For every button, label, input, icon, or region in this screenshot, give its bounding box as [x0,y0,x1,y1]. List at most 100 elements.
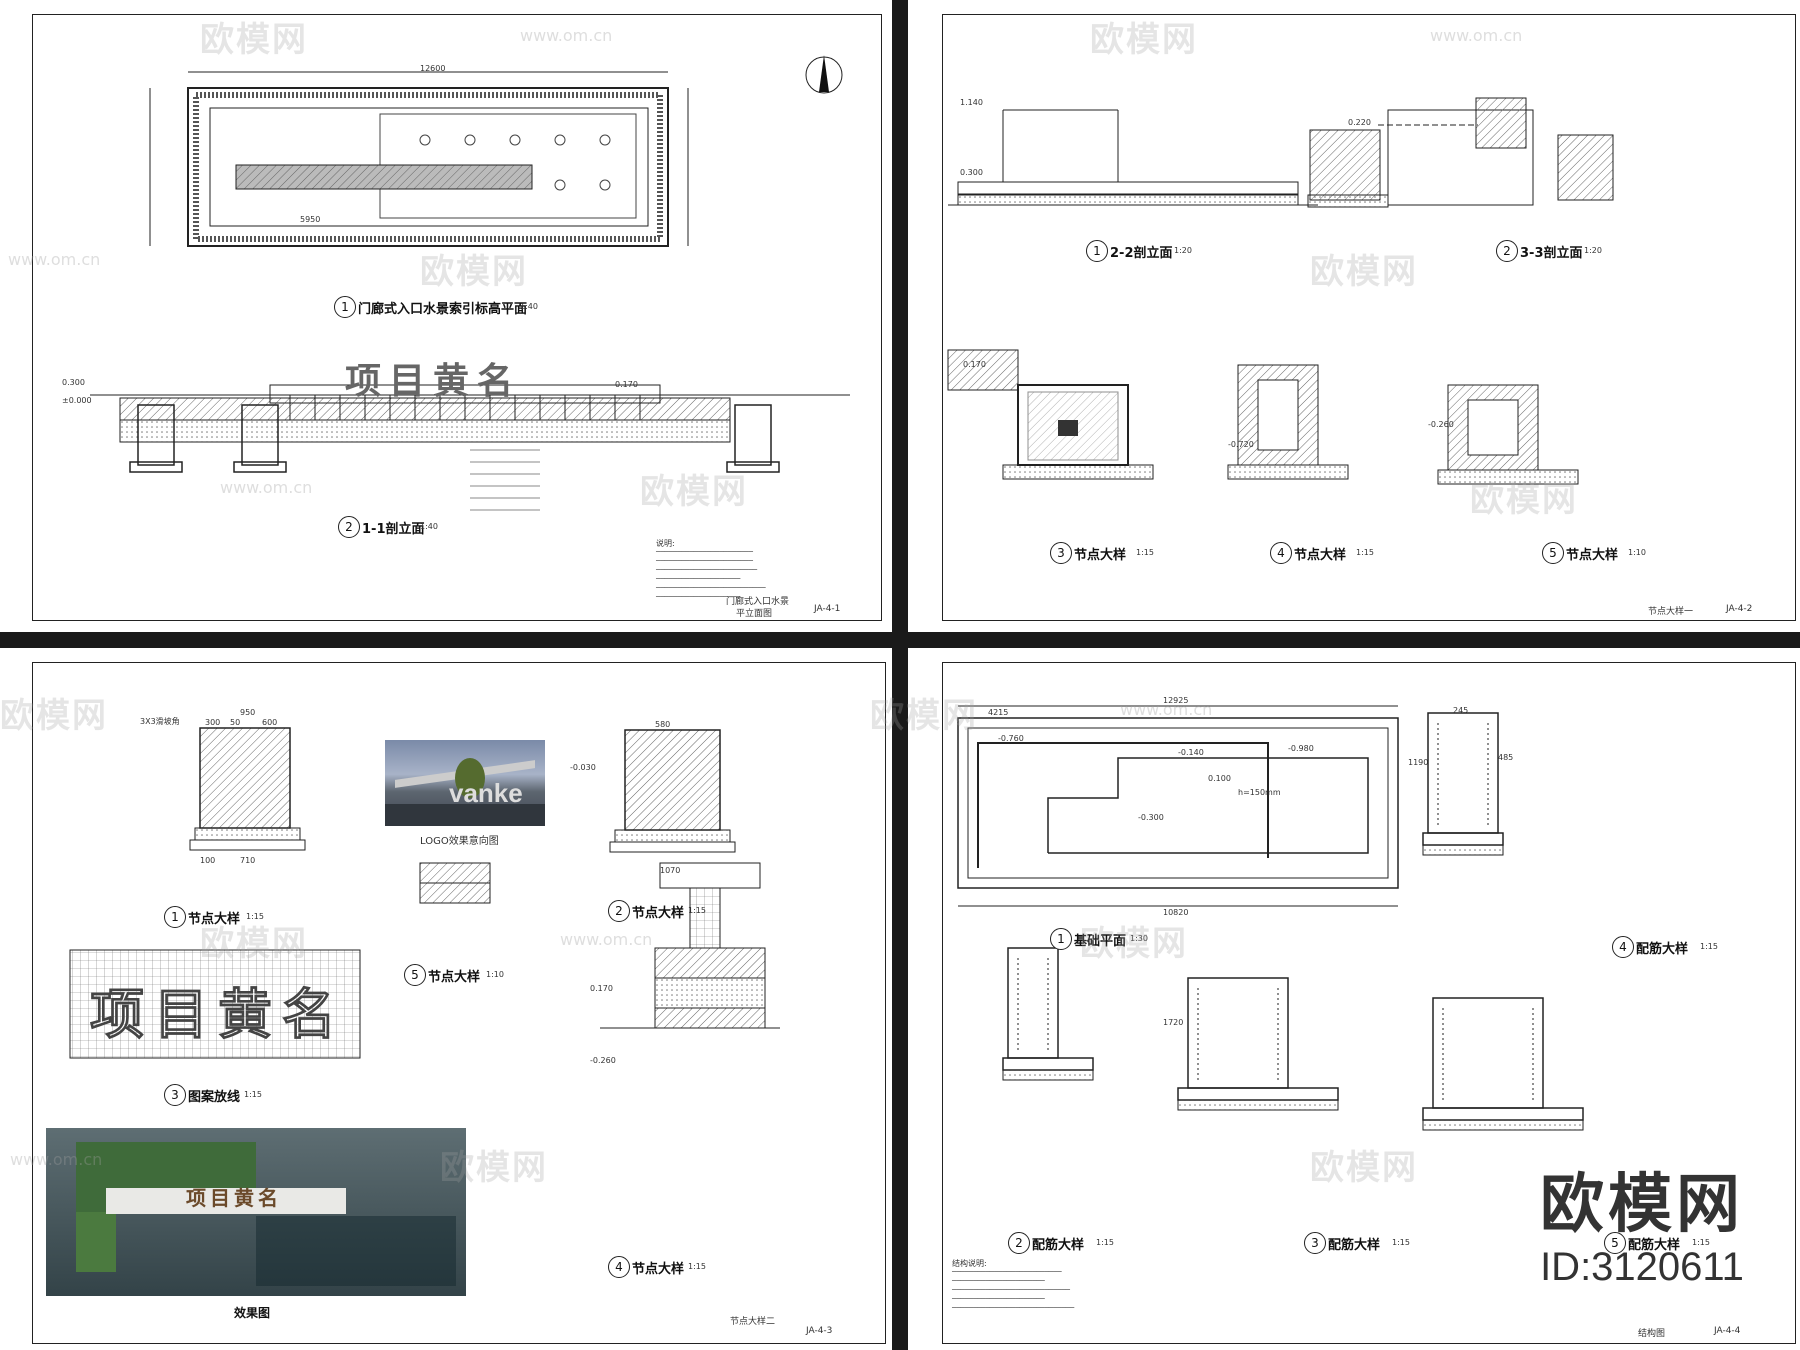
dim-label: 710 [240,856,256,865]
elevation-label: -0.140 [1178,748,1204,757]
brand-watermark-large: 欧模网 [1540,1168,1744,1242]
view-scale: 1:15 [1356,548,1374,557]
view-title: 配筋大样 [1628,1238,1681,1253]
structure-drawings [957,705,1584,1131]
view-title: 节点大样 [1294,548,1347,563]
view-scale: 1:10 [486,970,504,979]
notes-heading: 结构说明: [952,1259,987,1268]
url-watermark: www.om.cn [520,26,613,45]
view-number: 1 [334,296,356,318]
effect-caption: 效果图 [234,1306,271,1320]
view-number: 1 [164,906,186,928]
elevation-label: -0.260 [590,1056,616,1065]
view-title: 基础平面 [1074,934,1127,949]
brand-watermark: 欧模网 [870,696,978,736]
sheet-code: JA-4-4 [1714,1326,1741,1336]
logo-caption: LOGO效果意向图 [420,836,499,847]
view-scale: 1:15 [688,906,706,915]
view-number: 3 [1050,542,1072,564]
dim-label: 1070 [660,866,681,875]
view-scale: 1:40 [520,302,538,311]
dim-label: 10820 [1163,908,1189,917]
view-scale: 1:10 [1628,548,1646,557]
view-title: 节点大样 [632,906,685,921]
elevation-label: -0.760 [998,734,1024,743]
sheet-title: 门廊式入口水景 [726,597,790,607]
view-scale: 1:15 [1136,548,1154,557]
sheet-subtitle: 平立面图 [736,609,773,619]
brand-watermark: 欧模网 [200,924,308,964]
url-watermark: www.om.cn [10,1150,103,1169]
section-drawings [947,97,1614,485]
dim-label: 950 [240,708,256,717]
elevation-label: -0.030 [570,763,596,772]
view-scale: 1:20 [1174,246,1192,255]
view-number: 3 [1304,1232,1326,1254]
view-number: 5 [404,964,426,986]
view-title: 图案放线 [188,1090,241,1105]
view-title: 2-2剖立面 [1110,246,1173,261]
elevation-label: 1.140 [960,98,983,107]
brand-watermark: 欧模网 [0,696,108,736]
elevation-label: 0.220 [1348,118,1371,127]
brand-watermark: 欧模网 [1310,252,1418,292]
view-title: 门廊式入口水景索引标高平面 [358,302,528,317]
brand-watermark: 欧模网 [440,1148,548,1188]
drawing-sheet-2: 1.140 0.300 0.220 0.170 -0.260 -0.720 1 … [908,0,1800,632]
sheet-frame [942,14,1796,621]
dim-label: 100 [200,856,216,865]
view-title: 配筋大样 [1636,942,1689,957]
view-scale: 1:15 [1392,1238,1410,1247]
drawing-sheet-4: 12925 10820 4215 -0.760 -0.140 -0.300 -0… [908,648,1800,1350]
view-title: 节点大样 [1074,548,1127,563]
photo-logo-text: vanke [449,778,523,808]
elevation-label: 0.300 [62,378,85,387]
notes-lines: ────────────────────────── ─────────────… [952,1268,1075,1312]
dim-label: 50 [230,718,241,727]
note-label: h=150mm [1238,788,1281,797]
detail-drawings [69,727,780,1059]
elevation-label: 0.170 [615,380,638,389]
brand-watermark: 欧模网 [200,20,308,60]
id-label: ID:3120611 [1540,1245,1744,1289]
elevation-label: -0.720 [1228,440,1254,449]
dim-label: 5950 [300,215,321,224]
view-scale: 1:15 [688,1262,706,1271]
sheet-code: JA-4-1 [814,604,841,614]
view-title: 3-3剖立面 [1520,246,1583,261]
view-scale: 1:15 [1096,1238,1114,1247]
notes-lines: ─────────────────────── ────────────────… [656,548,766,601]
view-number: 4 [1270,542,1292,564]
sheet-frame [942,662,1796,1344]
url-watermark: www.om.cn [560,930,653,949]
view-number: 5 [1542,542,1564,564]
drawing-sheet-3: vanke LOGO效果意向图 项目黄名 效果图 项目黄名 950 300 50… [0,648,892,1350]
view-title: 配筋大样 [1328,1238,1381,1253]
view-scale: 1:15 [246,912,264,921]
sheet-frame [32,662,886,1344]
view-number: 5 [1604,1232,1626,1254]
sheet-code: JA-4-2 [1726,604,1753,614]
dim-label: 4215 [988,708,1009,717]
dim-label: 485 [1498,753,1514,762]
logo-sign-text: 项目黄名 [345,360,522,402]
sheet-title: 节点大样一 [1648,607,1694,617]
drawing-sheet-1: 项目黄名 12600 5950 ±0.000 0.300 0.170 1 门廊式… [0,0,892,632]
view-number: 3 [164,1084,186,1106]
view-title: 配筋大样 [1032,1238,1085,1253]
view-number: 2 [608,900,630,922]
dim-label: 12600 [420,64,446,73]
sheet-title: 结构图 [1638,1329,1666,1339]
dim-label: 12925 [1163,696,1189,705]
logo-effect-photo: vanke [385,740,545,826]
view-number: 2 [1008,1232,1030,1254]
elevation-label: 0.100 [1208,774,1231,783]
url-watermark: www.om.cn [220,478,313,497]
view-number: 4 [608,1256,630,1278]
dim-label: 1720 [1163,1018,1184,1027]
sheet-frame [32,14,882,621]
dim-label: 1190 [1408,758,1429,767]
dim-label: 300 [205,718,221,727]
brand-watermark: 欧模网 [1090,20,1198,60]
notes-heading: 说明: [656,539,675,548]
